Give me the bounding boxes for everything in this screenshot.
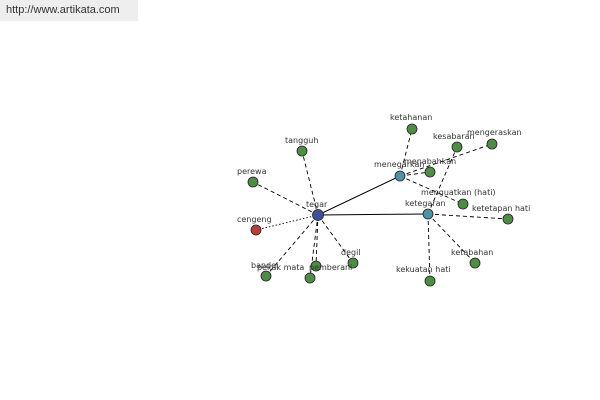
edge-ketegaran-ketetapan	[427, 213, 509, 220]
node-bandel[interactable]	[260, 270, 272, 282]
source-url: http://www.artikata.com	[0, 0, 138, 21]
label-kekuatan[interactable]: kekuatan hati	[396, 265, 451, 274]
edge-tegar-perewa	[252, 181, 319, 216]
node-perewa[interactable]	[247, 176, 259, 188]
label-menegarkan[interactable]: menegarkan	[374, 160, 424, 169]
node-mengeraskan[interactable]	[486, 138, 498, 150]
edge-tegar-tangguh	[301, 150, 319, 216]
label-pekak[interactable]: pekak mata	[257, 263, 304, 272]
edge-tegar-degil	[317, 214, 354, 264]
edge-tegar-bandel	[265, 214, 319, 277]
label-layer: tegar menegarkan ketegaran tangguh perewa cen…	[237, 113, 530, 274]
edge-menegarkan-menabahkan	[399, 171, 431, 177]
label-ketahanan[interactable]: ketahanan	[390, 113, 432, 122]
label-menguatkan[interactable]: menguatkan (hati)	[421, 188, 496, 197]
node-menegarkan[interactable]	[394, 170, 406, 182]
node-layer	[247, 123, 514, 287]
label-perewa[interactable]: perewa	[237, 167, 267, 176]
node-kekuatan[interactable]	[424, 275, 436, 287]
node-cengeng[interactable]	[250, 224, 262, 236]
edge-ketegaran-ketabahan	[427, 213, 476, 264]
edge-tegar-ketegaran	[317, 213, 429, 216]
edge-tegar-cengeng	[255, 214, 319, 231]
edge-layer	[252, 128, 509, 282]
label-tegar[interactable]: tegar	[306, 200, 328, 209]
node-tegar[interactable]	[312, 209, 324, 221]
edge-tegar-menegarkan	[317, 175, 401, 216]
node-tangguh[interactable]	[296, 145, 308, 157]
label-ketabahan[interactable]: ketabahan	[451, 248, 493, 257]
node-pekak[interactable]	[304, 272, 316, 284]
node-degil[interactable]	[347, 257, 359, 269]
label-cengeng[interactable]: cengeng	[237, 215, 272, 224]
edge-tegar-pemberani	[315, 214, 319, 267]
label-kesabaran[interactable]: kesabaran	[433, 132, 475, 141]
label-pemberani[interactable]: pemberani	[309, 263, 352, 272]
edge-ketegaran-kesabaran	[427, 146, 458, 215]
label-mengeraskan[interactable]: mengeraskan	[467, 128, 522, 137]
edge-menegarkan-ketahanan	[399, 128, 413, 177]
label-ketetapan[interactable]: ketetapan hati	[472, 204, 530, 213]
edge-menegarkan-mengeraskan	[399, 143, 493, 177]
label-tangguh[interactable]: tangguh	[285, 136, 318, 145]
node-ketabahan[interactable]	[469, 257, 481, 269]
node-menabahkan[interactable]	[424, 166, 436, 178]
label-bandel[interactable]: bandel	[251, 261, 278, 270]
node-menguatkan[interactable]	[457, 198, 469, 210]
label-degil[interactable]: degil	[341, 248, 361, 257]
node-pemberani[interactable]	[310, 260, 322, 272]
node-ketegaran[interactable]	[422, 208, 434, 220]
edge-menegarkan-menguatkan	[399, 175, 464, 205]
label-ketegaran[interactable]: ketegaran	[405, 199, 446, 208]
node-kesabaran[interactable]	[451, 141, 463, 153]
node-ketahanan[interactable]	[406, 123, 418, 135]
node-ketetapan[interactable]	[502, 213, 514, 225]
label-menabahkan[interactable]: menabahkan	[404, 157, 456, 166]
